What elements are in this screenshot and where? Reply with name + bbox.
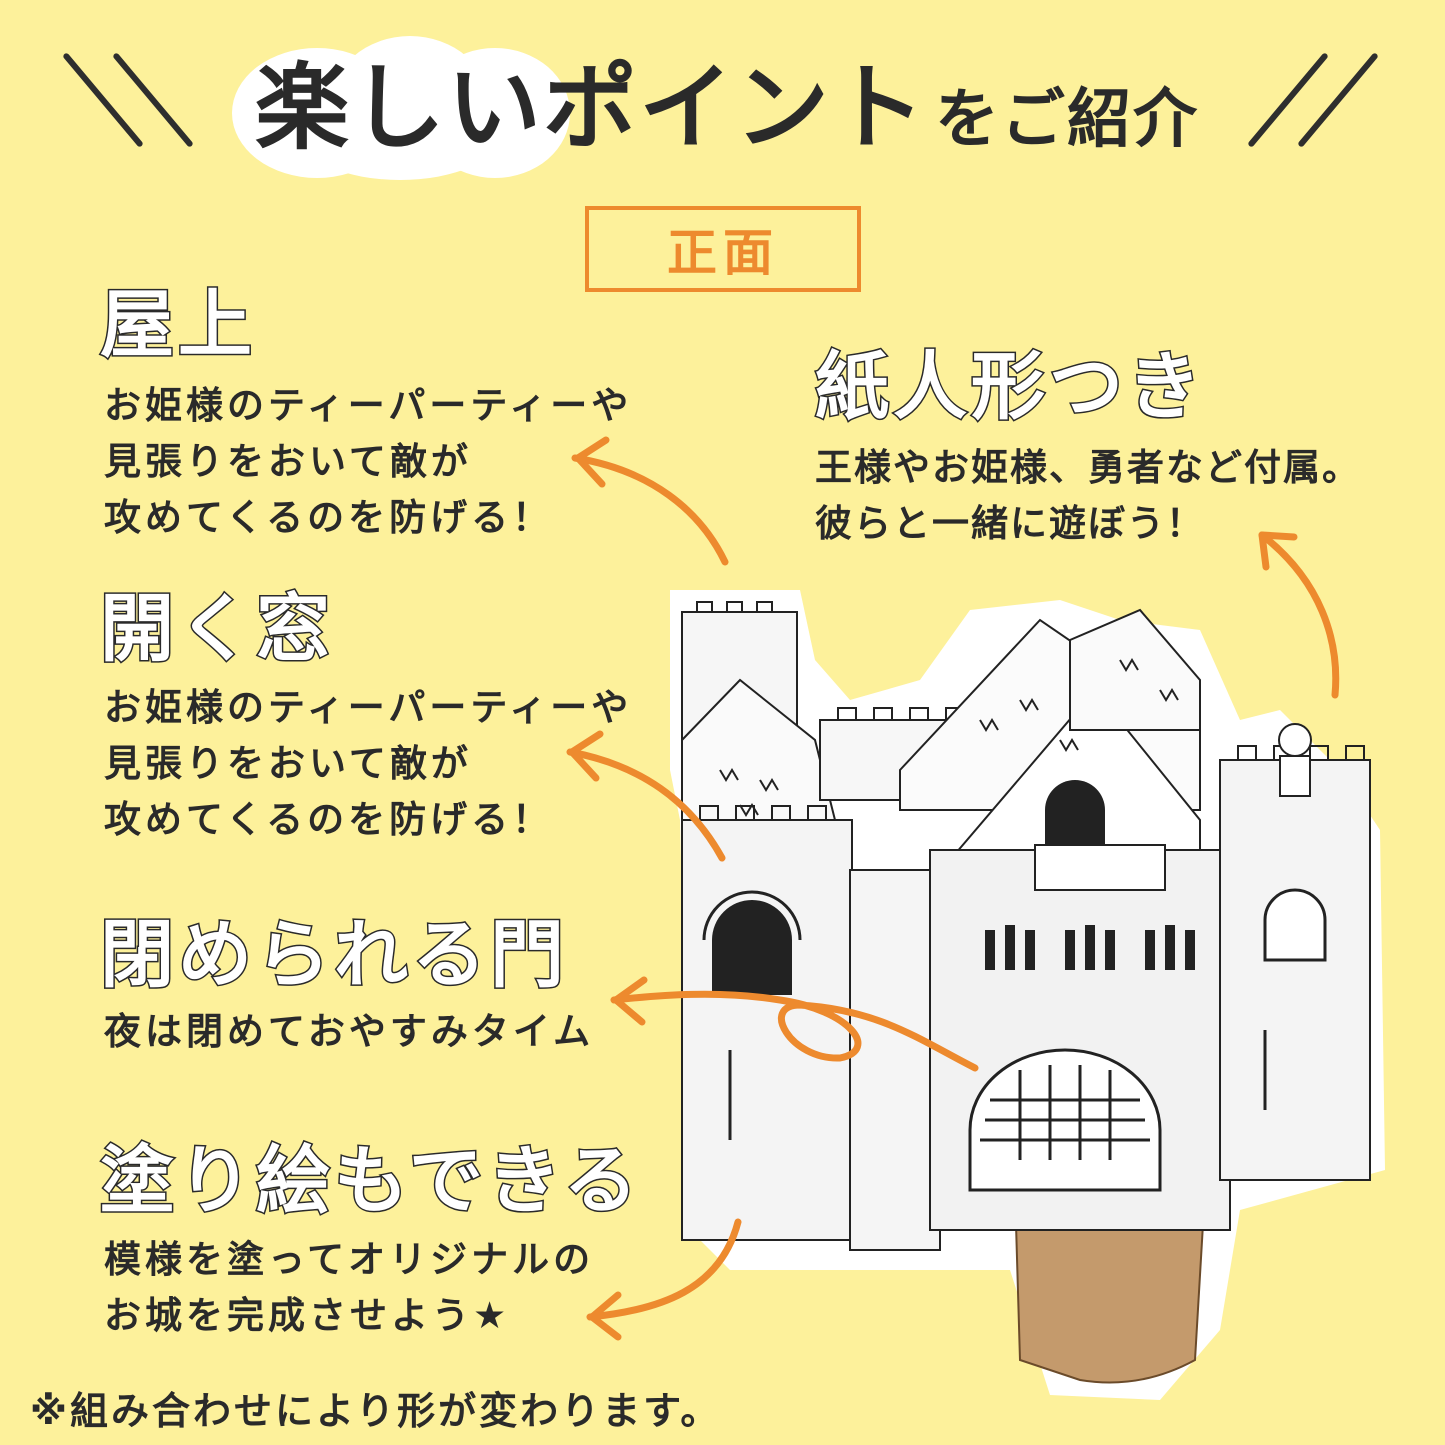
feature-heading-gate: 閉められる門 bbox=[99, 912, 568, 998]
feature-desc-line: 見張りをおいて敵が bbox=[104, 440, 472, 483]
feature-desc-gate: 夜は閉めておやすみタイム bbox=[104, 1004, 594, 1060]
feature-desc-line: 夜は閉めておやすみタイム bbox=[104, 1010, 595, 1053]
section-label: 正面 bbox=[667, 224, 779, 282]
feature-desc-line: お姫様のティーパーティーや bbox=[104, 686, 633, 729]
feature-heading-window: 開く窓 bbox=[99, 586, 334, 672]
feature-desc-window: お姫様のティーパーティーや 見張りをおいて敵が 攻めてくるのを防げる！ bbox=[104, 680, 632, 848]
feature-desc-coloring: 模様を塗ってオリジナルの お城を完成させよう★ bbox=[104, 1232, 594, 1344]
feature-desc-line: お城を完成させよう★ bbox=[104, 1294, 511, 1337]
curved-arrow-icon bbox=[586, 1218, 742, 1321]
feature-desc-line: 王様やお姫様、勇者など付属。 bbox=[815, 446, 1361, 489]
footer-note: ※組み合わせにより形が変わります。 bbox=[30, 1389, 722, 1433]
feature-heading-paper-dolls: 紙人形つき bbox=[814, 344, 1205, 430]
page-title-emphasis: 楽しいポイント bbox=[255, 54, 928, 163]
feature-desc-line: 模様を塗ってオリジナルの bbox=[104, 1238, 595, 1281]
feature-heading-rooftop: 屋上 bbox=[99, 282, 256, 368]
section-label-box: 正面 bbox=[585, 206, 861, 292]
castle-illustration-icon bbox=[670, 590, 1385, 1400]
feature-desc-line: 彼らと一緒に遊ぼう！ bbox=[815, 502, 1205, 545]
feature-desc-line: お姫様のティーパーティーや bbox=[104, 384, 633, 427]
feature-desc-rooftop: お姫様のティーパーティーや 見張りをおいて敵が 攻めてくるのを防げる！ bbox=[104, 378, 632, 546]
feature-desc-line: 見張りをおいて敵が bbox=[104, 742, 472, 785]
curved-arrow-icon bbox=[1258, 531, 1340, 699]
feature-desc-line: 攻めてくるのを防げる！ bbox=[104, 496, 554, 539]
curved-arrow-icon bbox=[566, 748, 726, 862]
curved-arrow-icon bbox=[610, 990, 979, 1072]
feature-heading-coloring: 塗り絵もできる bbox=[99, 1138, 642, 1224]
curved-arrow-icon bbox=[571, 454, 729, 566]
page-title-rest: をご紹介 bbox=[935, 83, 1199, 157]
feature-desc-line: 攻めてくるのを防げる！ bbox=[104, 798, 554, 841]
feature-desc-paper-dolls: 王様やお姫様、勇者など付属。 彼らと一緒に遊ぼう！ bbox=[815, 440, 1361, 552]
